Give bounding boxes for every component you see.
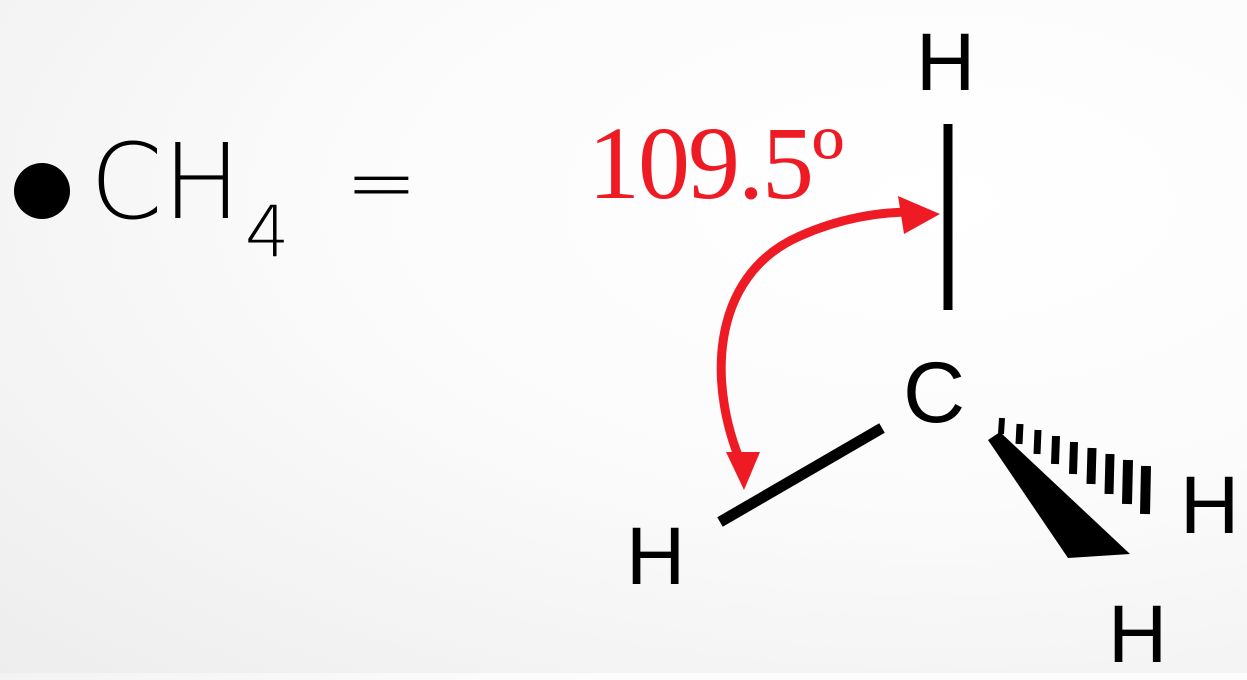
bond-c-h-left [717, 423, 885, 527]
bullet-point-icon [14, 163, 70, 219]
formula-element-h: H [162, 121, 241, 243]
bullet-item: CH4 = [0, 0, 520, 320]
methane-formula: CH4= [90, 130, 418, 267]
formula-equals: = [345, 133, 418, 233]
formula-element-c: C [90, 121, 163, 243]
atom-h-right: H [1180, 460, 1240, 551]
atom-c-center: C [903, 345, 966, 441]
formula-subscript: 4 [244, 191, 290, 273]
bond-angle-arc [716, 207, 917, 479]
bond-angle-label: 109.5º [588, 106, 844, 221]
atom-h-left: H [626, 511, 686, 602]
hashed-bond-c-h-right [998, 417, 1151, 515]
wedge-bond-c-h-bottom [988, 432, 1130, 558]
atom-h-bottom: H [1108, 589, 1168, 680]
angle-arrowhead-bottom-icon [726, 452, 760, 490]
angle-arrowhead-top-icon [898, 196, 940, 234]
atom-h-top: H [916, 17, 976, 108]
